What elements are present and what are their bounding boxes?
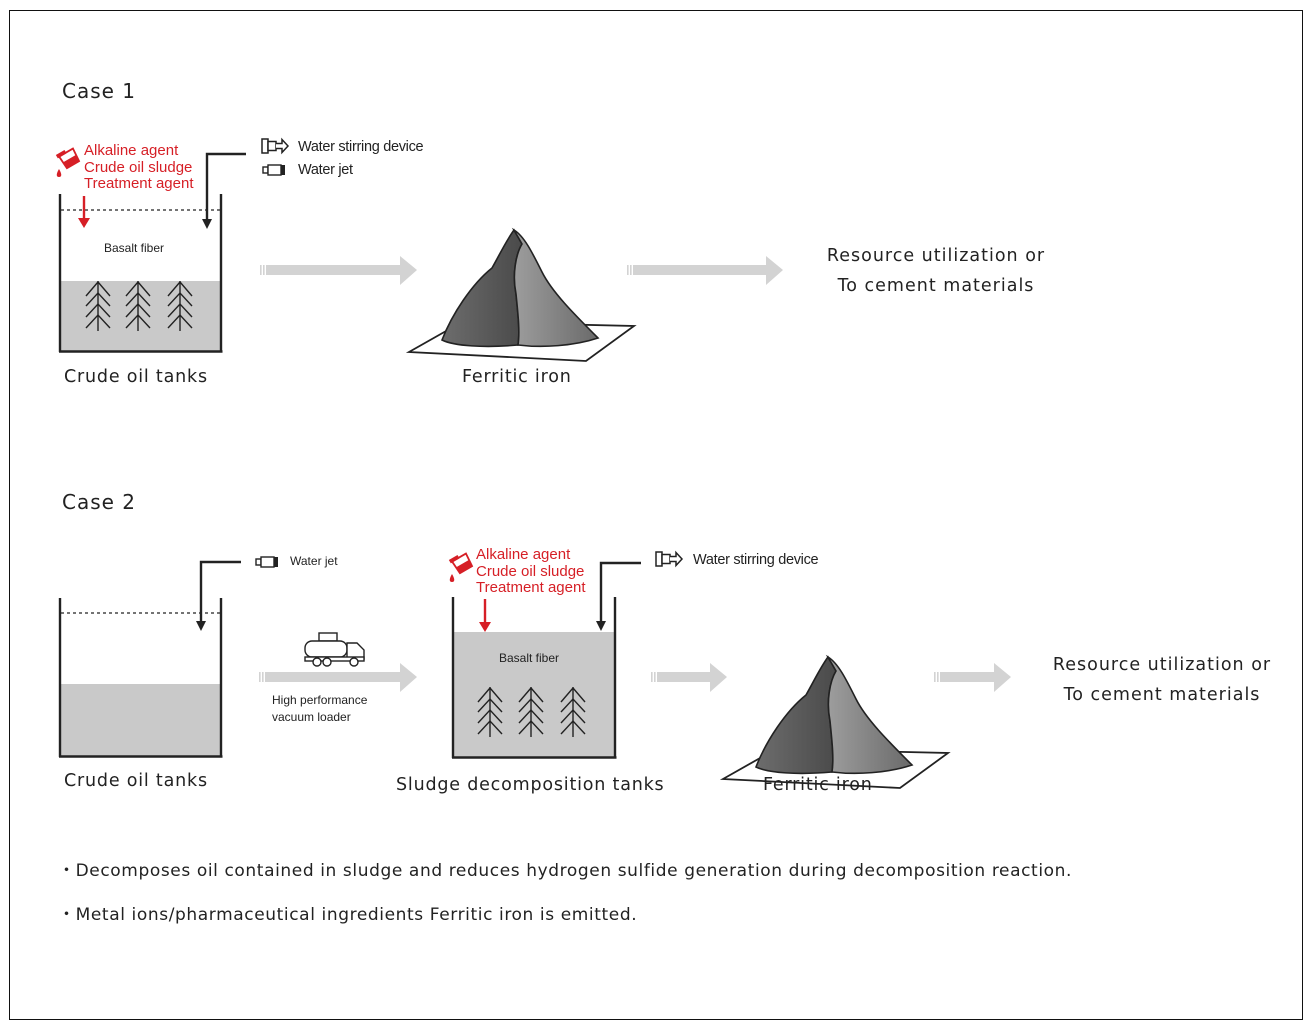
- case2-decomposition-tank: [451, 597, 617, 759]
- agent-line: Alkaline agent: [84, 142, 179, 159]
- case2-title: Case 2: [62, 490, 137, 514]
- case2-flow-arrow-3: [934, 663, 1011, 692]
- result-line: To cement materials: [1063, 685, 1261, 705]
- case2-result: Resource utilization or To cement materi…: [1026, 650, 1298, 710]
- case1-result: Resource utilization or To cement materi…: [800, 241, 1072, 301]
- result-line: To cement materials: [837, 276, 1035, 296]
- case2-agent-label: Alkaline agent Crude oil sludge Treatmen…: [476, 546, 586, 597]
- case2-loader-label: High performance vacuum loader: [272, 692, 367, 726]
- case2-fiber-label: Basalt fiber: [499, 651, 560, 665]
- case1-agent-label: Alkaline agent Crude oil sludge Treatmen…: [84, 142, 194, 193]
- loader-line: High performance: [272, 693, 368, 707]
- loader-line: vacuum loader: [272, 710, 351, 724]
- agent-line: Crude oil sludge: [476, 562, 585, 580]
- note-1: ・Decomposes oil contained in sludge and …: [58, 861, 1073, 881]
- case1-tank-caption: Crude oil tanks: [64, 367, 208, 387]
- agent-line: Treatment agent: [84, 175, 194, 192]
- case2-flow-arrow-2: [651, 663, 727, 692]
- agent-line: Crude oil sludge: [84, 158, 193, 176]
- case2-stirring-pipe: [596, 561, 641, 631]
- case2-decomp-caption: Sludge decomposition tanks: [396, 775, 665, 795]
- agent-line: Treatment agent: [476, 579, 586, 596]
- case2-tank-caption: Crude oil tanks: [64, 771, 208, 791]
- agent-line: Alkaline agent: [476, 546, 571, 563]
- note-2: ・Metal ions/pharmaceutical ingredients F…: [58, 905, 638, 925]
- case2-flow-arrow-1: [259, 663, 417, 692]
- case2-crude-oil-tank: [58, 598, 223, 758]
- case2-iron-caption: Ferritic iron: [763, 775, 873, 795]
- result-line: Resource utilization or: [826, 246, 1046, 266]
- result-line: Resource utilization or: [1052, 655, 1272, 675]
- case1-title: Case 1: [62, 79, 137, 103]
- case1-flow-arrow-1: [260, 256, 417, 285]
- case1-waterjet-label: Water jet: [298, 162, 353, 178]
- case1-agent-arrow: [78, 196, 90, 228]
- case2-stirring-label: Water stirring device: [693, 552, 819, 568]
- tanker-truck-icon: [304, 632, 365, 667]
- case1-fiber-label: Basalt fiber: [104, 241, 165, 255]
- case1-stirring-label: Water stirring device: [298, 139, 424, 155]
- case2-agent-arrow: [479, 599, 491, 632]
- case1-iron-caption: Ferritic iron: [462, 367, 572, 387]
- case1-crude-oil-tank: [58, 194, 223, 353]
- case1-stirring-pipe: [202, 152, 246, 229]
- case1-flow-arrow-2: [627, 256, 783, 285]
- case2-waterjet-label: Water jet: [290, 554, 338, 568]
- case2-waterjet-pipe: [196, 560, 241, 631]
